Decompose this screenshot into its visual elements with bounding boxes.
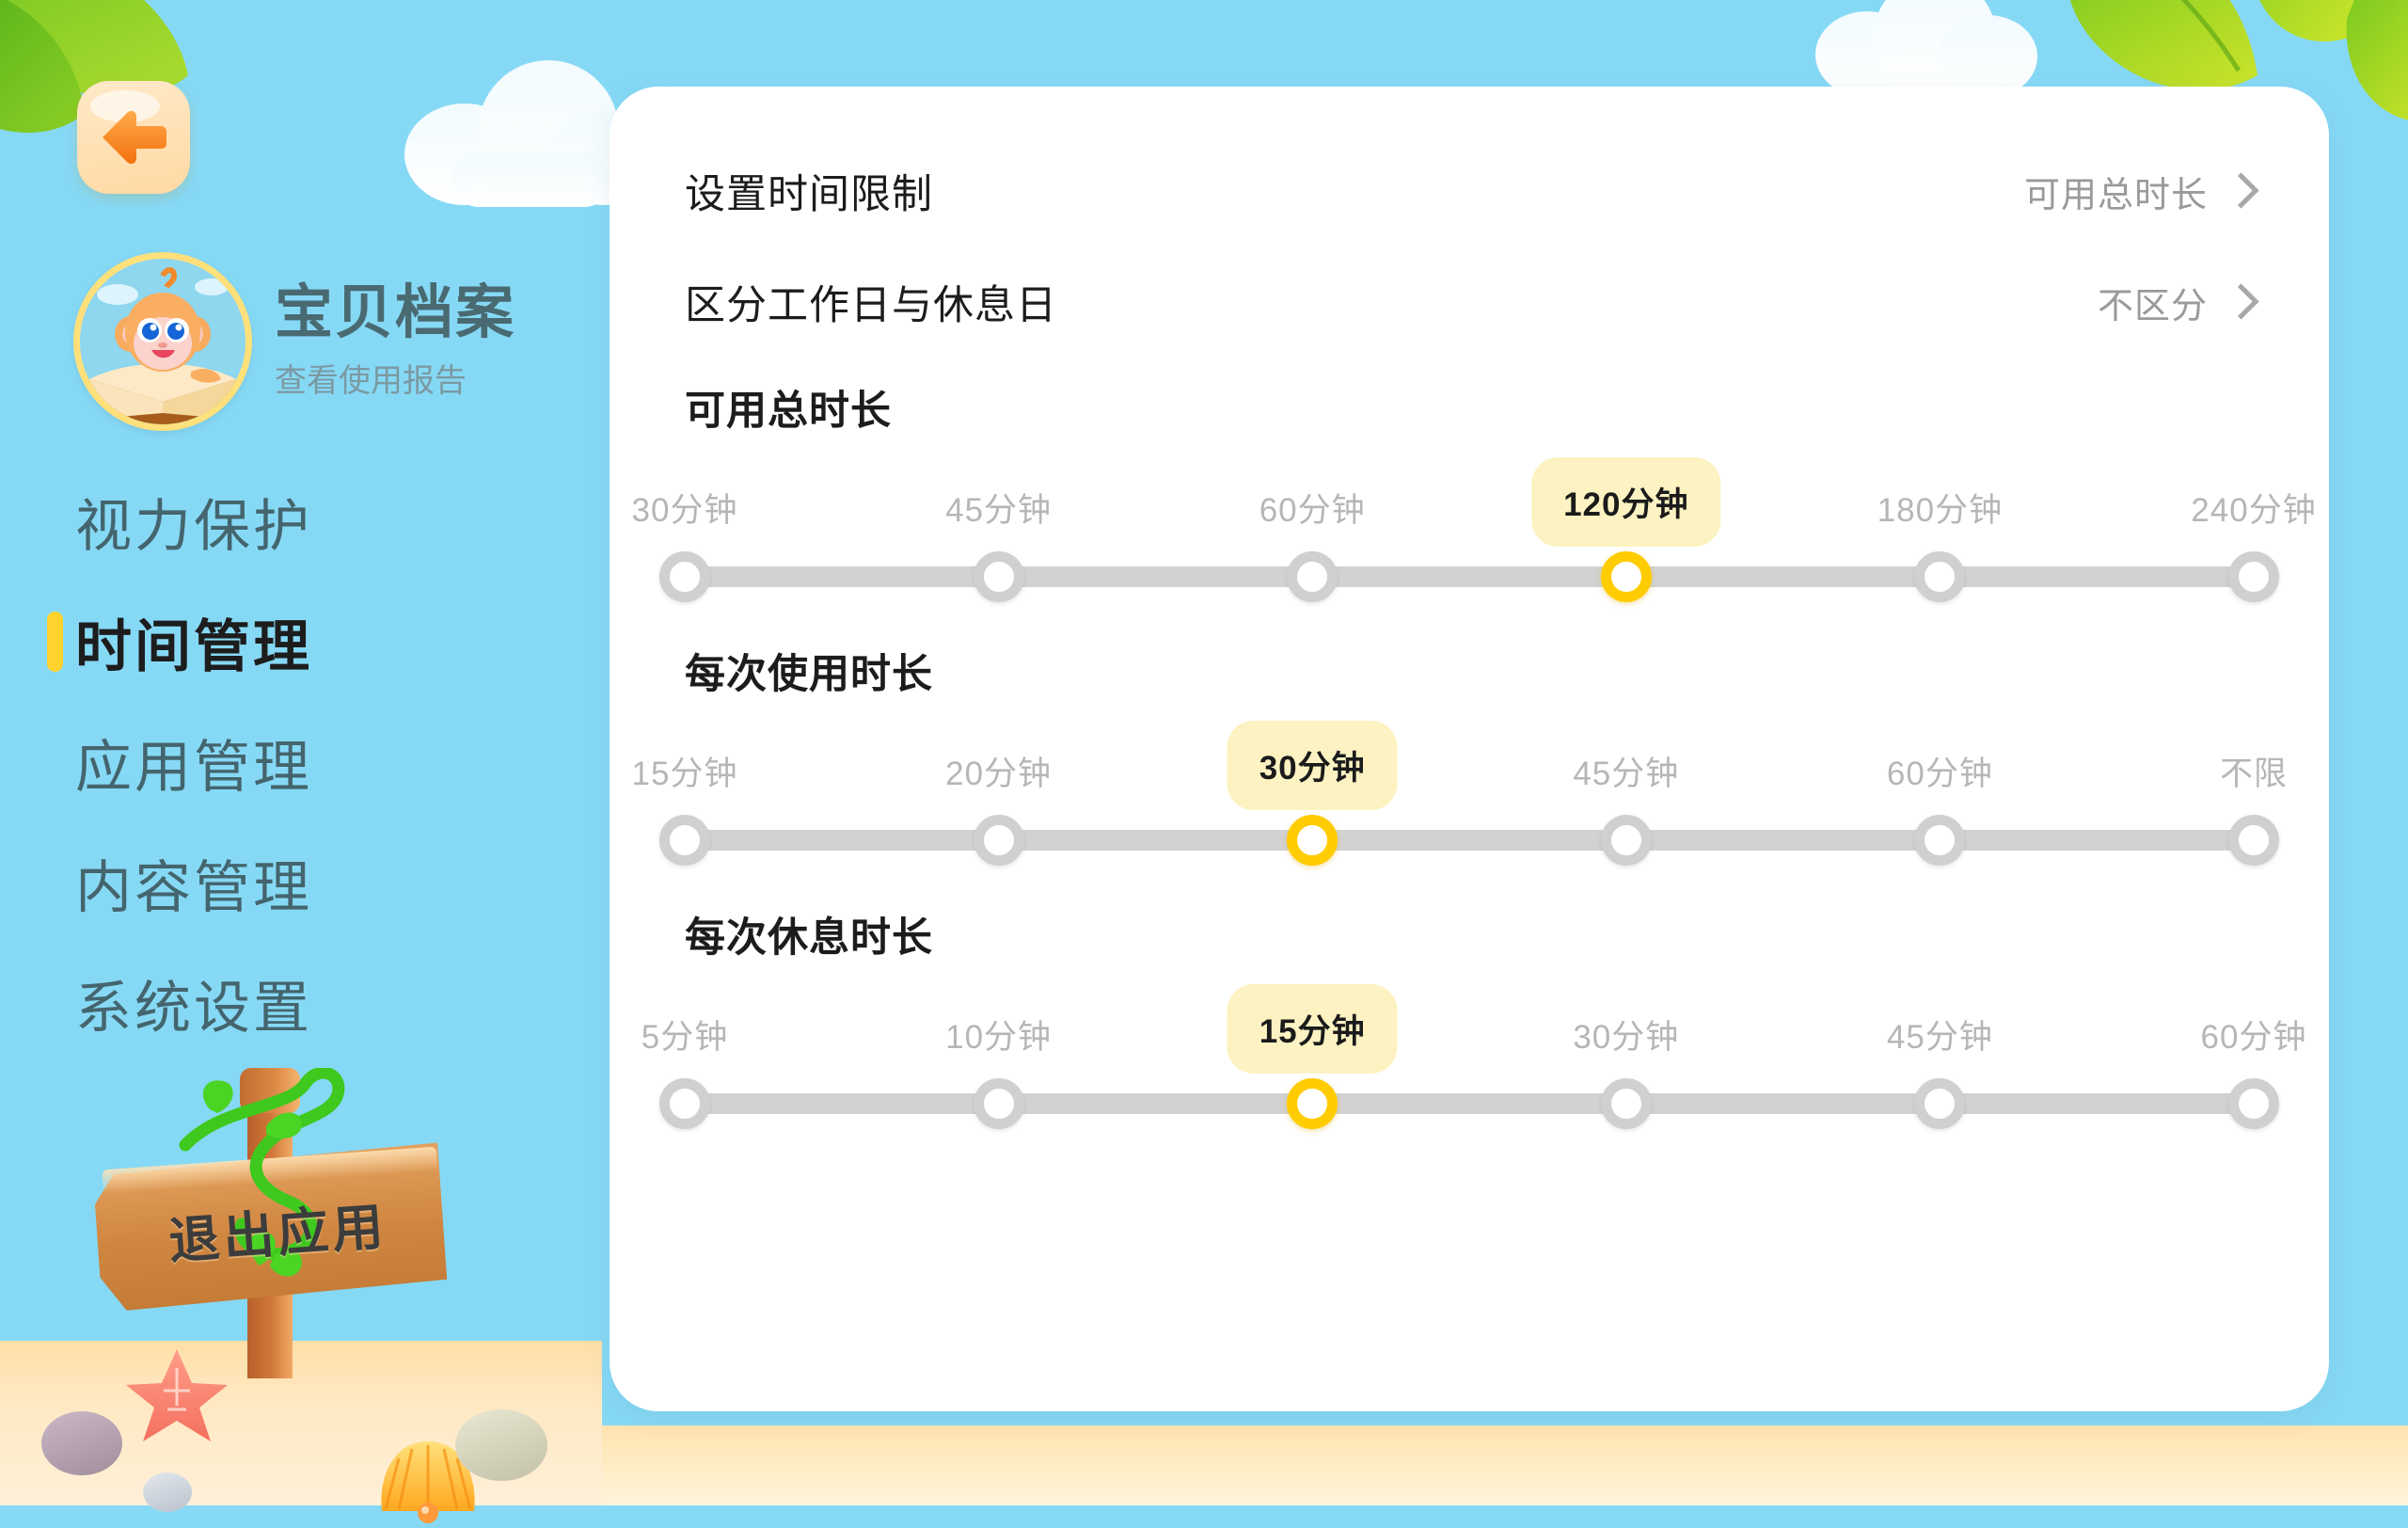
- profile-title: 宝贝档案: [275, 280, 516, 346]
- slider-tick-label[interactable]: 60分钟: [2200, 1019, 2307, 1056]
- sidebar-item-label: 视力保护: [75, 494, 312, 558]
- pebble-icon-3: [455, 1409, 547, 1481]
- slider-knob[interactable]: [1914, 1078, 1966, 1129]
- slider-tick-labels: 15分钟 20分钟 30分钟 45分钟 60分钟 不限: [632, 721, 2287, 810]
- slider-tick-label[interactable]: 60分钟: [1886, 756, 1993, 792]
- sidebar-item-vision[interactable]: 视力保护: [0, 461, 602, 581]
- slider-knob[interactable]: [1600, 551, 1652, 602]
- cloud-icon-top: [1815, 0, 2051, 98]
- sidebar-item-label: 应用管理: [75, 735, 312, 799]
- section-title: 每次使用时长: [685, 652, 933, 697]
- slider-knob[interactable]: [1914, 551, 1966, 602]
- slider-knob[interactable]: [659, 551, 710, 602]
- slider-tick-label[interactable]: 15分钟: [1227, 984, 1398, 1074]
- slider-knob[interactable]: [1600, 1078, 1652, 1129]
- slider-knob[interactable]: [659, 1078, 710, 1129]
- slider-tick-label[interactable]: 15分钟: [631, 756, 738, 792]
- profile-header[interactable]: 宝贝档案 查看使用报告: [73, 252, 653, 540]
- slider-tick-label[interactable]: 180分钟: [1877, 492, 2004, 529]
- slider-track[interactable]: [685, 1093, 2254, 1114]
- slider-knob[interactable]: [659, 815, 710, 866]
- back-button[interactable]: [77, 81, 190, 194]
- slider-tick-label[interactable]: 30分钟: [631, 492, 738, 529]
- vine-icon: [179, 1068, 345, 1277]
- slider-tick-labels: 5分钟 10分钟 15分钟 30分钟 45分钟 60分钟: [642, 984, 2305, 1074]
- slider-tick-label[interactable]: 45分钟: [945, 492, 1053, 529]
- slider-tick-label[interactable]: 60分钟: [1259, 492, 1366, 529]
- sidebar-item-content-management[interactable]: 内容管理: [0, 822, 602, 943]
- main-settings-card: 设置时间限制 可用总时长 区分工作日与休息日 不区分 可用总时长 30分钟 45分…: [610, 87, 2329, 1411]
- section-per-rest-time: 每次休息时长 5分钟 10分钟 15分钟 30分钟 45分钟 60分钟: [642, 905, 2305, 1148]
- pebble-icon-1: [41, 1411, 122, 1475]
- row-value: 不区分: [2097, 286, 2208, 326]
- chevron-right-icon: [2223, 282, 2259, 320]
- slider-per-rest-time[interactable]: 5分钟 10分钟 15分钟 30分钟 45分钟 60分钟: [642, 969, 2305, 1148]
- starfish-icon: [126, 1349, 228, 1441]
- slider-tick-label[interactable]: 30分钟: [1573, 1019, 1680, 1056]
- slider-total-available-time[interactable]: 30分钟 45分钟 60分钟 120分钟 180分钟 240分钟: [632, 442, 2316, 621]
- row-label: 设置时间限制: [685, 172, 933, 217]
- slider-knob[interactable]: [1914, 815, 1966, 866]
- slider-tick-label[interactable]: 5分钟: [641, 1019, 729, 1056]
- sidebar-item-label: 系统设置: [75, 976, 312, 1040]
- sidebar-item-label: 内容管理: [75, 855, 312, 919]
- sidebar-nav: 视力保护 时间管理 应用管理 内容管理 系统设置: [0, 461, 602, 1063]
- slider-tick-label[interactable]: 45分钟: [1573, 756, 1680, 792]
- slider-knob[interactable]: [2228, 815, 2279, 866]
- slider-knob[interactable]: [973, 815, 1024, 866]
- slider-knob[interactable]: [2228, 1078, 2279, 1129]
- row-set-time-limit[interactable]: 设置时间限制 可用总时长: [685, 135, 2259, 247]
- slider-knob[interactable]: [1287, 1078, 1339, 1129]
- slider-track[interactable]: [685, 566, 2254, 587]
- slider-tick-label[interactable]: 240分钟: [2191, 492, 2317, 529]
- row-label: 区分工作日与休息日: [685, 283, 1057, 328]
- slider-knob[interactable]: [1287, 551, 1339, 602]
- leaf-icon-top-left: [0, 0, 188, 133]
- slider-tick-label[interactable]: 20分钟: [945, 756, 1053, 792]
- row-value-group[interactable]: 可用总时长: [2023, 166, 2259, 217]
- slider-knob[interactable]: [973, 1078, 1024, 1129]
- section-title: 每次休息时长: [685, 915, 933, 961]
- slider-tick-labels: 30分钟 45分钟 60分钟 120分钟 180分钟 240分钟: [632, 457, 2316, 547]
- sidebar-item-system-settings[interactable]: 系统设置: [0, 943, 602, 1063]
- active-indicator-bar: [47, 612, 63, 672]
- slider-knob[interactable]: [2228, 551, 2279, 602]
- sidebar-item-label: 时间管理: [75, 614, 312, 678]
- pebble-icon-2: [143, 1472, 192, 1512]
- slider-knob[interactable]: [1600, 815, 1652, 866]
- chevron-right-icon: [2223, 171, 2259, 209]
- exit-app-button[interactable]: 退出应用: [89, 1068, 447, 1378]
- section-total-available-time: 可用总时长 30分钟 45分钟 60分钟 120分钟 180分钟 240分钟: [632, 378, 2316, 621]
- row-distinguish-weekday-weekend[interactable]: 区分工作日与休息日 不区分: [685, 247, 2259, 358]
- slider-tick-label[interactable]: 不限: [2219, 756, 2289, 792]
- back-arrow-icon: [103, 110, 166, 165]
- slider-tick-label[interactable]: 30分钟: [1227, 721, 1398, 810]
- row-value: 可用总时长: [2023, 175, 2208, 215]
- monkey-avatar-icon: [73, 252, 252, 431]
- sidebar-item-time-management[interactable]: 时间管理: [0, 581, 602, 702]
- slider-tick-label[interactable]: 120分钟: [1531, 457, 1721, 547]
- slider-tick-label[interactable]: 45分钟: [1886, 1019, 1993, 1056]
- section-per-session-time: 每次使用时长 15分钟 20分钟 30分钟 45分钟 60分钟 不限: [632, 642, 2287, 884]
- slider-track[interactable]: [685, 830, 2254, 851]
- profile-subtitle: 查看使用报告: [275, 362, 467, 399]
- slider-tick-label[interactable]: 10分钟: [945, 1019, 1053, 1056]
- cloud-icon-left: [404, 40, 687, 207]
- slider-knob[interactable]: [973, 551, 1024, 602]
- section-title: 可用总时长: [685, 389, 892, 434]
- row-value-group[interactable]: 不区分: [2097, 277, 2259, 328]
- slider-per-session-time[interactable]: 15分钟 20分钟 30分钟 45分钟 60分钟 不限: [632, 706, 2287, 884]
- leaf-icon-top-right: [2069, 0, 2408, 120]
- sidebar-item-app-management[interactable]: 应用管理: [0, 702, 602, 822]
- slider-knob[interactable]: [1287, 815, 1339, 866]
